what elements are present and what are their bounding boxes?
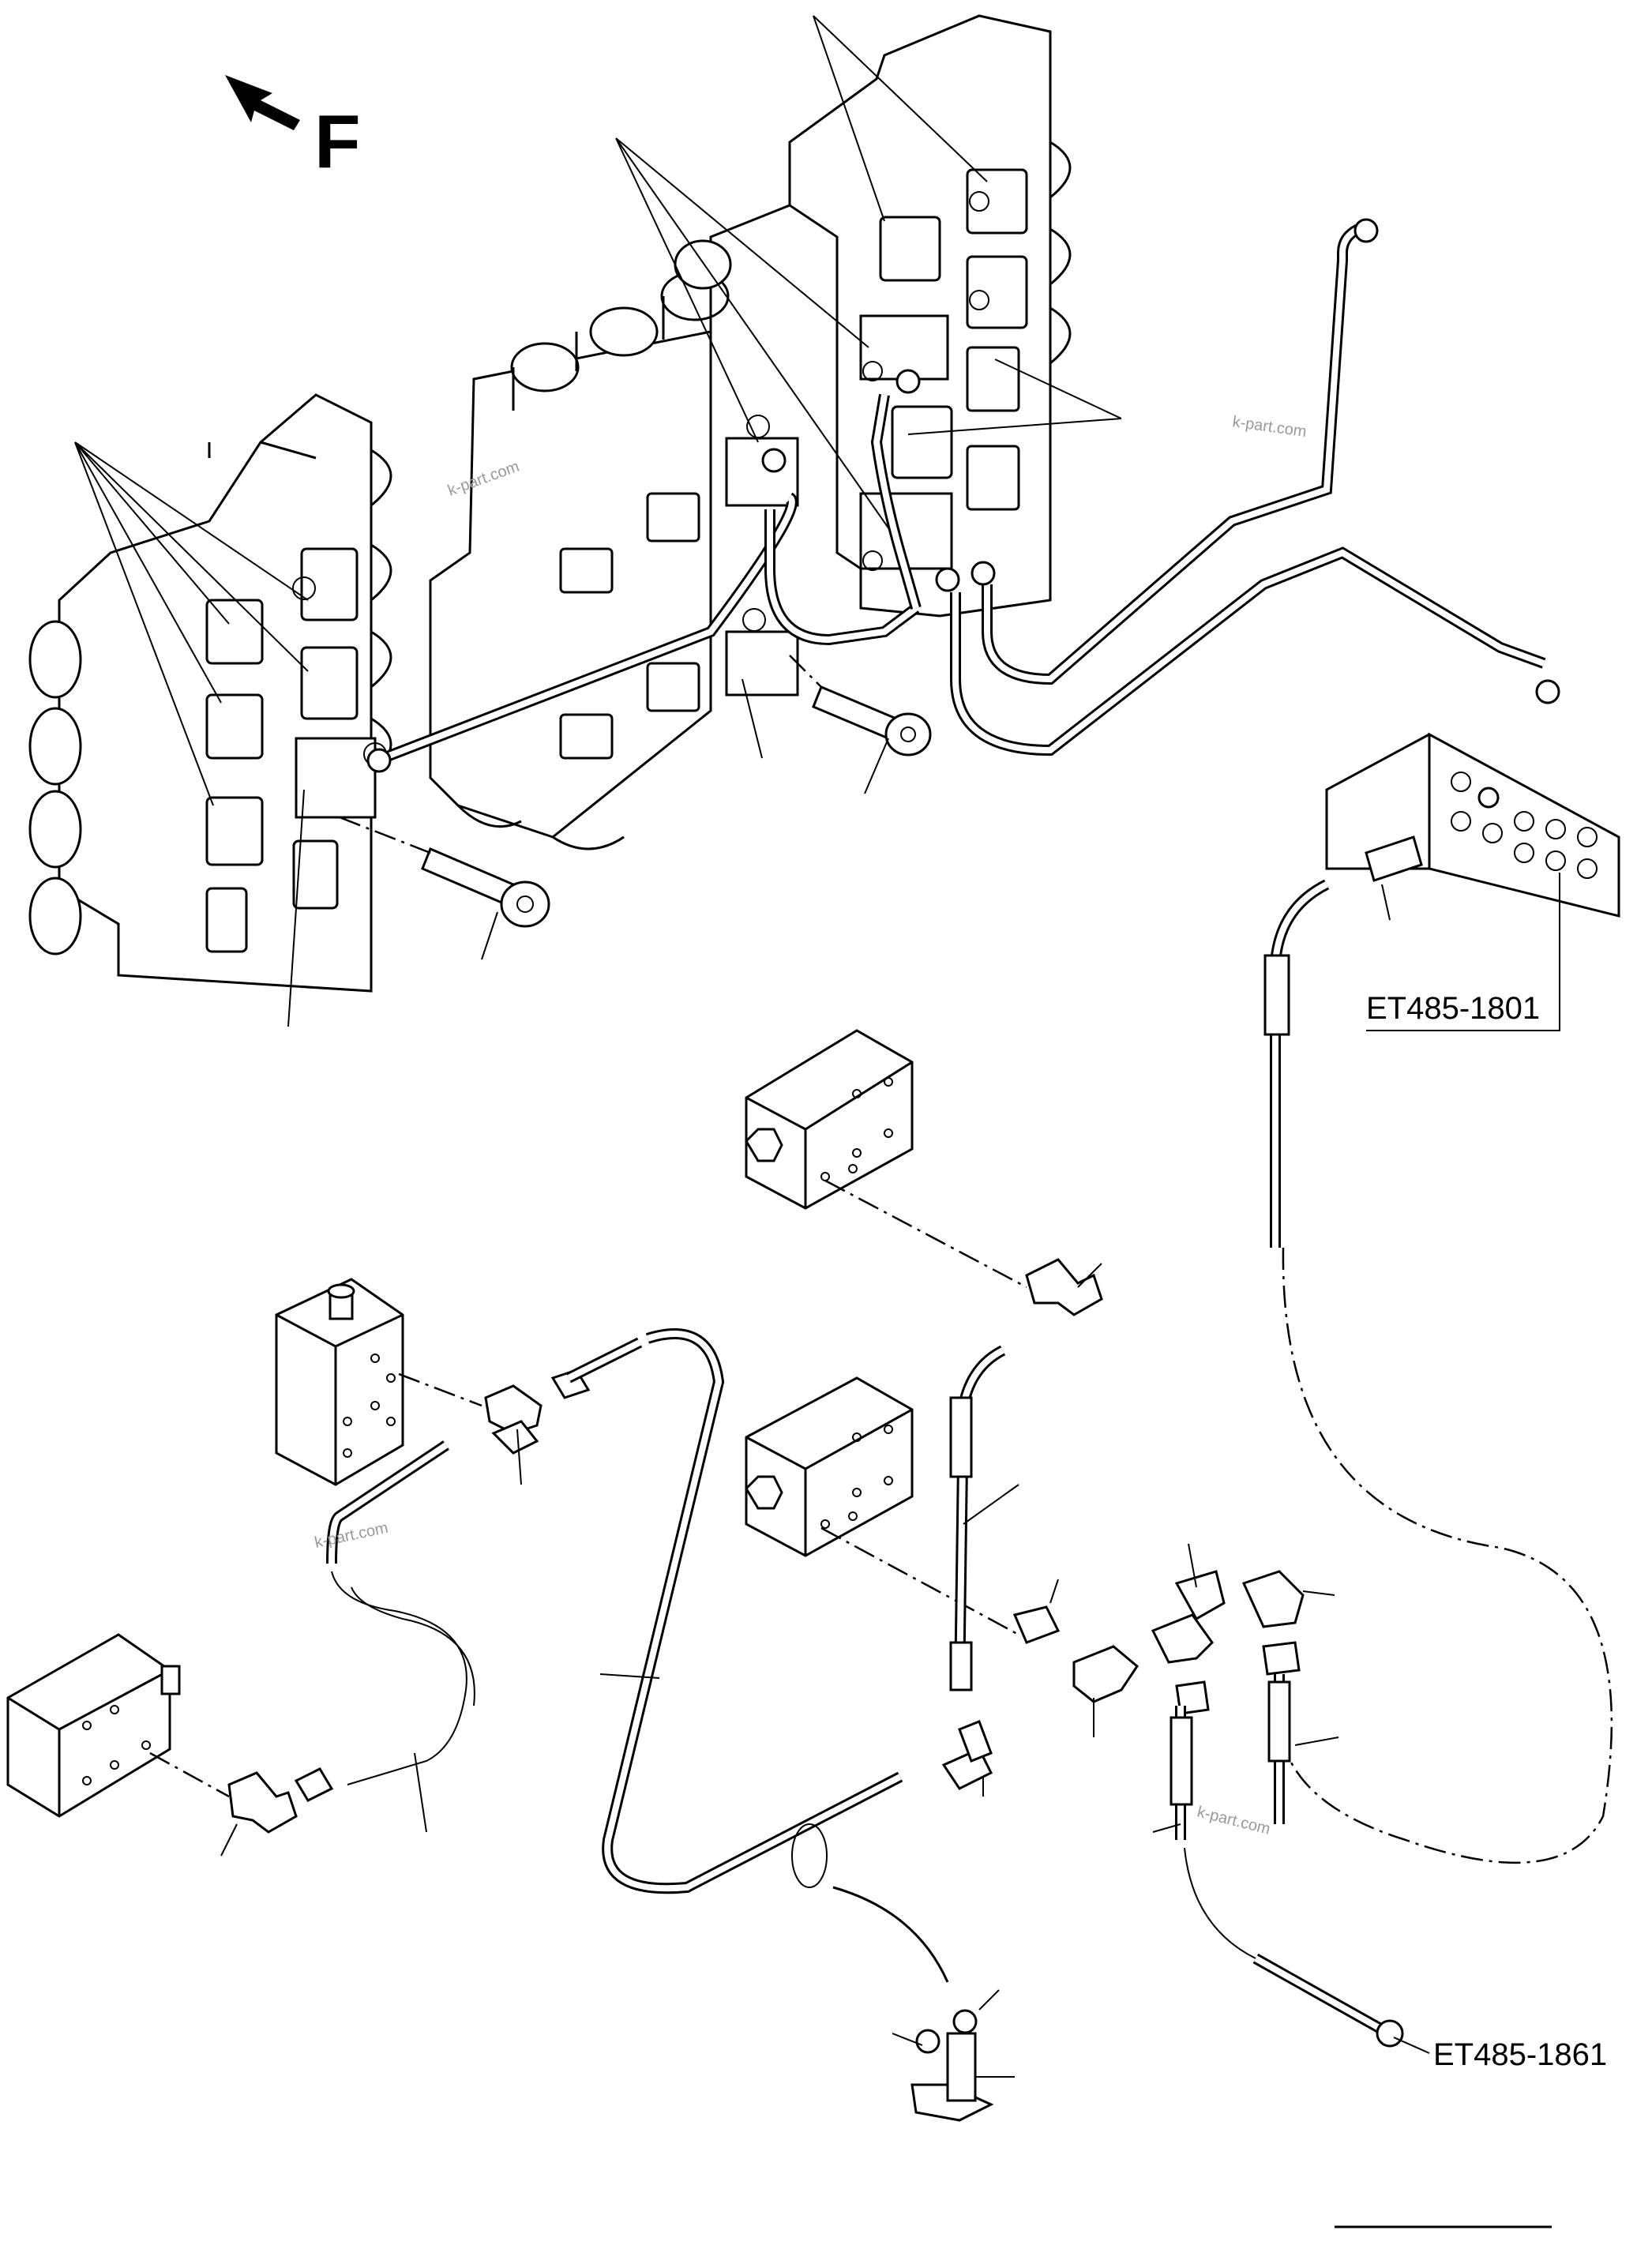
solenoid-block-upper [745,1029,1027,1289]
solenoid-block-lower [745,1376,1019,1636]
leader-lines-left [74,441,498,1027]
connector-detail [832,1886,1015,2122]
watermark-3: k-part.com [313,1519,389,1552]
solenoid-block-left-upper [275,1278,482,1486]
solenoid-block-left-lower [6,1633,230,1818]
direction-label: F [314,99,361,184]
left-control-valve [28,393,392,993]
fittings [227,1258,1305,1834]
reference-label-et485-1801: ET485-1801 [1366,991,1540,1026]
mounting-bolt-middle [742,655,932,794]
reference-label-et485-1861: ET485-1861 [1433,2037,1607,2072]
mounting-bolt-left [339,816,550,928]
middle-control-valve [429,271,799,850]
bulkhead-bracket-plate [1325,732,1620,1031]
upper-control-valve [674,14,1072,618]
return-hose-right [1263,879,1613,1864]
watermark-4: k-part.com [1196,1804,1272,1838]
hoses-lower [326,1328,1404,2048]
leader-lines-top [615,15,1122,546]
watermark-2: k-part.com [1231,413,1308,441]
front-arrow-icon [225,75,300,130]
pilot-hoses-upper [366,218,1560,773]
leader-lines-lower [220,1263,1430,2054]
watermark-1: k-part.com [445,458,521,500]
